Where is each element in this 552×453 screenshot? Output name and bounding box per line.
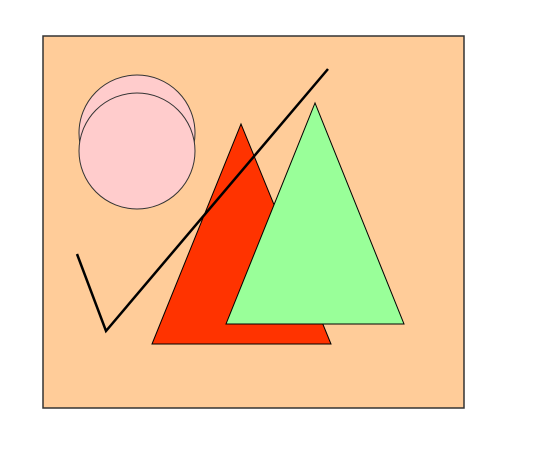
green-triangle [225,101,405,325]
checkmark-line [75,68,329,334]
pink-circle-front [78,92,196,210]
